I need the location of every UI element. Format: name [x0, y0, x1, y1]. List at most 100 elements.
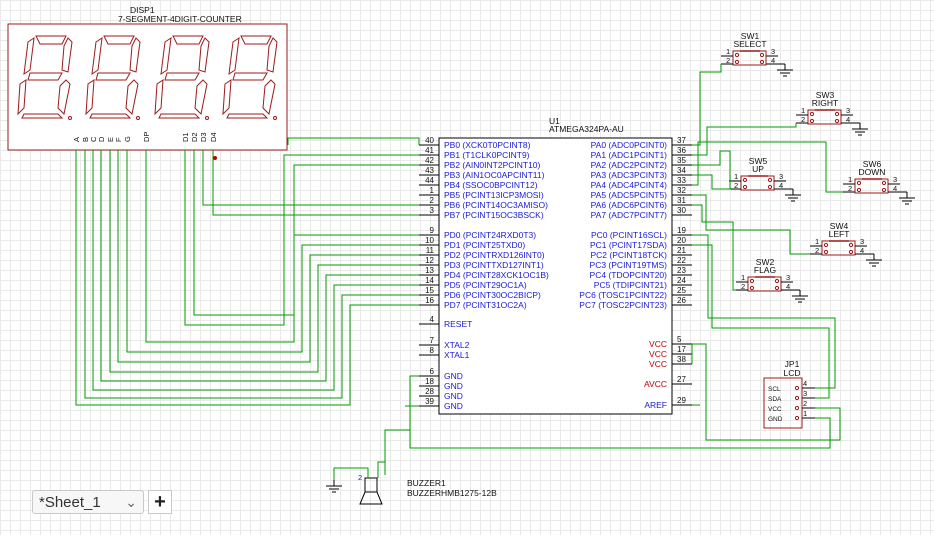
segment-b: [129, 37, 141, 73]
wire-lcd-gnd: [409, 406, 831, 449]
u1-pin-number-1: 1: [430, 186, 435, 195]
sw5-ref-label: SW5: [749, 156, 768, 166]
wire-seg-c: [92, 150, 419, 391]
u1-pin-name-4: RESET: [444, 319, 472, 329]
wire-seg-a: [75, 150, 419, 406]
sw5-pad-2: [742, 184, 748, 190]
wire-seg-b: [84, 150, 419, 399]
tab-sheet-1[interactable]: *Sheet_1 ⌄: [32, 490, 144, 514]
segment-e: [17, 79, 27, 116]
sw2-ground-symbol: [792, 290, 808, 303]
sw3-pin-2: 2: [801, 115, 805, 124]
disp1-pin-g: G: [123, 136, 132, 142]
wire-sda: [692, 244, 830, 399]
sw4-pin-1: 1: [815, 237, 819, 246]
u1-pin-number-36: 36: [677, 146, 686, 155]
sw6-value-label: DOWN: [859, 167, 886, 177]
sw6-pad-1: [856, 180, 862, 186]
sw5-pin-2: 2: [734, 181, 738, 190]
u1-body: [438, 137, 673, 415]
u1-value-label: ATMEGA324PA-AU: [549, 124, 624, 134]
disp1-pin-d2: D2: [190, 132, 199, 142]
jp1-body: [763, 377, 803, 429]
jp1-ref-label: JP1: [785, 359, 800, 369]
disp1-pin-b: B: [81, 137, 90, 142]
wire-vcc: [692, 343, 841, 441]
u1-pin-name-40: PB0 (XCK0T0PCINT8): [444, 140, 531, 150]
sw3-pad-3: [834, 111, 840, 117]
u1-pin-name-41: PB1 (T1CLK0PCINT9): [444, 150, 530, 160]
segment-e: [154, 79, 164, 116]
u1-pin-name-9: PD0 (PCINT24RXD0T3): [444, 230, 536, 240]
u1-pin-name-19: PC0 (PCINT16SCL): [591, 230, 667, 240]
sw2-value-label: FLAG: [754, 265, 776, 275]
u1-pin-name-34: PA3 (ADC3PCINT3): [591, 170, 668, 180]
segment-c: [125, 79, 139, 116]
u1-pin-name-15: PD6 (PCINT30OC2BICP): [444, 290, 541, 300]
u1-pin-number-37: 37: [677, 136, 686, 145]
sw2-pad-3: [774, 278, 780, 284]
wire-seg-f: [117, 150, 419, 363]
u1-pin-name-24: PC5 (TDIPCINT21): [594, 280, 667, 290]
add-sheet-button[interactable]: +: [148, 490, 172, 514]
u1-pin-name-20: PC1 (PCINT17SDA): [590, 240, 667, 250]
u1-pin-name-26: PC7 (TOSC2PCINT23): [579, 300, 667, 310]
digit-3: [154, 35, 210, 120]
sw2-ref-label: SW2: [756, 257, 775, 267]
jp1-pin-name-gnd: GND: [768, 416, 783, 423]
u1-pin-name-31: PA6 (ADC6PCINT6): [591, 200, 668, 210]
segment-e: [85, 79, 95, 116]
segment-b: [61, 37, 73, 73]
sw5-pin-4: 4: [779, 181, 783, 190]
sw3-pad-1: [809, 111, 815, 117]
u1-pin-number-41: 41: [425, 146, 434, 155]
sw3-ground-symbol: [852, 123, 868, 136]
u1-pin-number-38: 38: [677, 355, 686, 364]
wire-d3: [202, 150, 419, 206]
decimal-point: [273, 116, 277, 120]
segment-a: [240, 35, 272, 45]
wire-seg-d: [100, 150, 419, 382]
segment-f: [91, 36, 103, 76]
u1-pin-name-28: GND: [444, 391, 463, 401]
u1-pin-name-29: AREF: [644, 400, 667, 410]
buzzer-value-label: BUZZERHMB1275-12B: [407, 488, 497, 498]
sw4-pad-2: [823, 249, 829, 255]
wire-sw3-pa1: [692, 123, 797, 156]
segment-g: [232, 72, 268, 81]
disp1-value-label: 7-SEGMENT-4DIGIT-COUNTER: [118, 14, 242, 24]
u1-pin-number-42: 42: [425, 156, 434, 165]
u1-pin-name-6: GND: [444, 371, 463, 381]
u1-pin-name-1: PB5 (PCINT13ICP3MOSI): [444, 190, 544, 200]
segment-d: [21, 113, 64, 119]
segment-c: [57, 79, 71, 116]
segment-b: [266, 37, 278, 73]
sw1-pad-4: [759, 59, 765, 65]
tab-dropdown-icon[interactable]: ⌄: [125, 494, 137, 510]
u1-pin-number-26: 26: [677, 296, 686, 305]
segment-d: [158, 113, 201, 119]
sw4-pin-4: 4: [860, 246, 864, 255]
wire-gnd-bus: [409, 375, 419, 407]
u1-pin-name-38: VCC: [649, 359, 667, 369]
segment-f: [228, 36, 240, 76]
sw6-pin-2: 2: [848, 184, 852, 193]
segment-b: [198, 37, 210, 73]
digit-4: [222, 35, 278, 120]
sw5-pin-3: 3: [779, 172, 783, 181]
sw3-pin-3: 3: [846, 106, 850, 115]
segment-c: [262, 79, 276, 116]
sw5-pad-3: [767, 177, 773, 183]
sw4-value-label: LEFT: [829, 229, 850, 239]
sw2-pad-1: [749, 278, 755, 284]
wire-d1: [184, 150, 419, 326]
u1-pin-number-9: 9: [430, 226, 435, 235]
segment-a: [35, 35, 67, 45]
u1-pin-name-10: PD1 (PCINT25TXD0): [444, 240, 525, 250]
